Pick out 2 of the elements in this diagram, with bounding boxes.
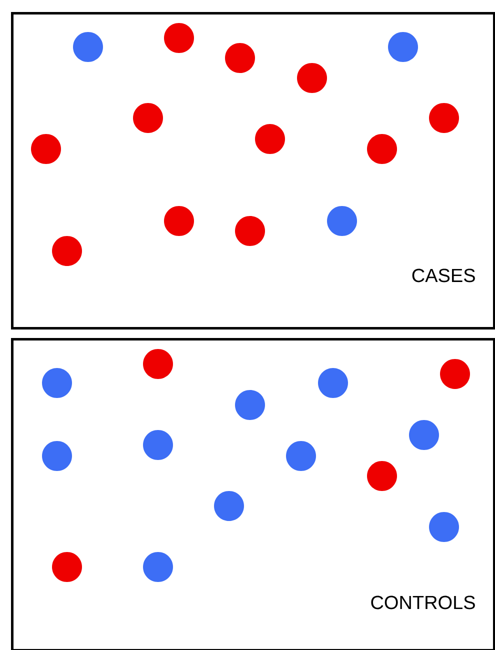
panel: CASES bbox=[11, 12, 495, 330]
panel: CONTROLS bbox=[11, 338, 495, 650]
